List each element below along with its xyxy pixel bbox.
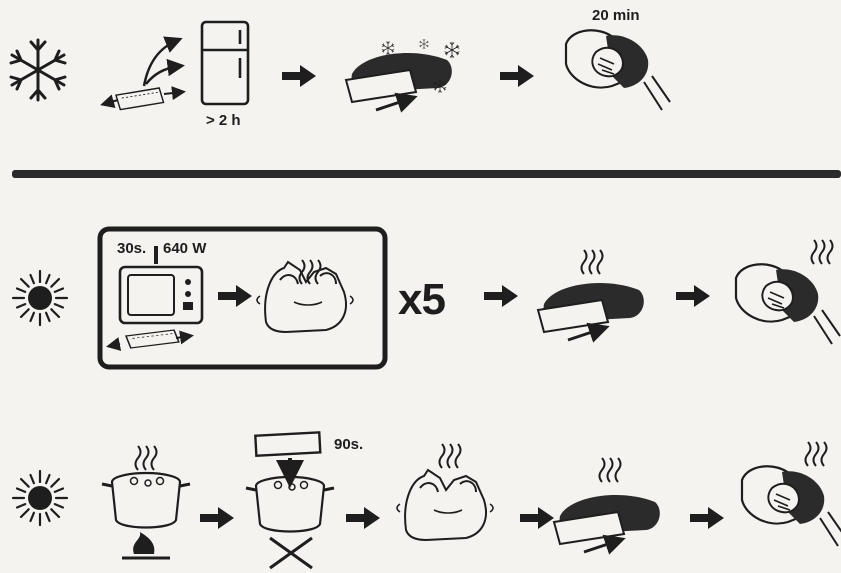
pouch-icon <box>110 330 190 348</box>
fridge-time-label: > 2 h <box>206 113 241 128</box>
fridge-icon <box>202 22 248 104</box>
boiling-pot-icon <box>102 446 190 558</box>
step-arrow <box>346 507 380 529</box>
step-arrow <box>690 507 724 529</box>
apply-time-label: 20 min <box>592 8 640 23</box>
hands-cold-icon <box>566 30 670 110</box>
snowflake-icon <box>11 40 65 100</box>
pouch-flex-icon <box>104 40 182 110</box>
step-arrow <box>500 65 534 87</box>
sun-icon <box>13 471 67 525</box>
step-arrow <box>676 285 710 307</box>
hands-warm-icon <box>736 264 840 344</box>
step-arrow <box>218 285 252 307</box>
pouch-into-pot-icon <box>246 432 334 568</box>
glove-warm-icon <box>538 283 644 340</box>
section-divider <box>12 170 841 178</box>
microwave-icon <box>120 267 202 323</box>
hands-warm-icon <box>742 466 841 546</box>
steam-icon <box>600 458 621 482</box>
steam-icon <box>806 442 827 466</box>
boil-time-label: 90s. <box>334 437 363 452</box>
repeat-count-label: x5 <box>398 278 445 322</box>
steam-icon <box>812 240 833 264</box>
step-arrow <box>484 285 518 307</box>
microwave-time-label: 30s. <box>117 241 146 256</box>
step-arrow <box>520 507 554 529</box>
glove-cold-icon <box>346 53 452 110</box>
knead-pouch-icon <box>257 260 353 332</box>
knead-pouch-icon <box>397 444 493 540</box>
sun-icon <box>13 271 67 325</box>
step-arrow <box>200 507 234 529</box>
steam-icon <box>582 250 603 274</box>
step-arrow <box>282 65 316 87</box>
glove-warm-icon <box>554 495 660 552</box>
microwave-power-label: 640 W <box>163 241 206 256</box>
